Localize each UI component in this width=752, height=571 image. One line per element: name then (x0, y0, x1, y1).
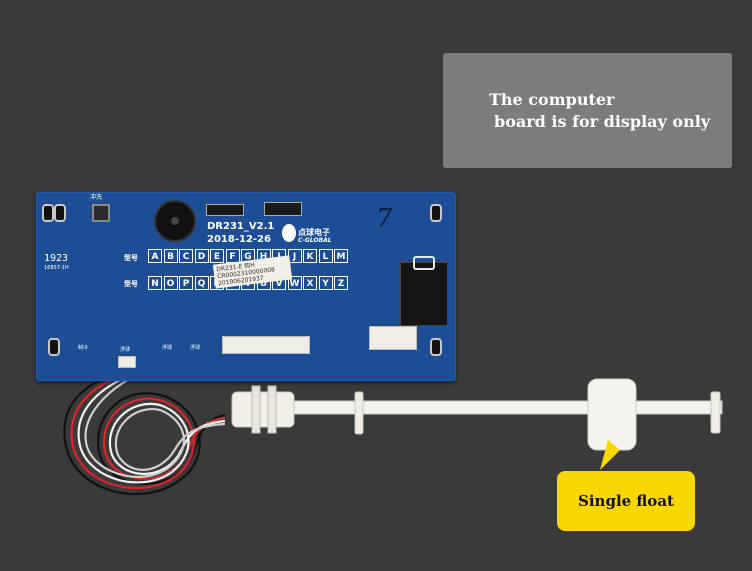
grid-letter-w: W (287, 276, 302, 290)
row-label-1: 型号 (124, 254, 138, 262)
mount-hole (430, 338, 442, 356)
mount-hole (42, 204, 54, 222)
brand-logo-icon (282, 224, 296, 242)
grid-letter-b: B (163, 249, 178, 263)
grid-letter-q: Q (194, 276, 209, 290)
row-label-2: 型号 (124, 280, 138, 288)
connector-label: 浮球 (162, 345, 173, 351)
relay (400, 256, 448, 326)
grid-letter-n: N (148, 276, 162, 290)
caption-line-2: board is for display only (494, 112, 711, 131)
grid-letter-x: X (303, 276, 317, 290)
brand-name-en: C-GLOBAL (298, 237, 332, 244)
grid-letter-y: Y (318, 276, 333, 290)
serial-number: 1923 (44, 253, 69, 264)
flush-label: 冲洗 (90, 194, 103, 201)
grid-letter-z: Z (334, 276, 348, 290)
chip (264, 202, 302, 216)
grid-letter-a: A (148, 249, 162, 263)
mount-hole (48, 338, 60, 356)
connector-label: 制冷 (78, 345, 89, 351)
main-connector (222, 336, 310, 354)
connector-label: 浮球 (190, 345, 201, 351)
mount-hole (54, 204, 66, 222)
grid-letter-d: D (194, 249, 209, 263)
chip (206, 204, 244, 216)
handwritten-mark: 7 (376, 204, 393, 234)
buzzer (154, 200, 196, 242)
board-date: 2018-12-26 (207, 234, 271, 245)
grid-letter-p: P (179, 276, 193, 290)
display-only-caption: The computer board is for display only (443, 53, 732, 168)
grid-letter-k: K (303, 249, 317, 263)
board-code: 16857-1H (44, 265, 69, 271)
grid-letter-l: L (318, 249, 333, 263)
connector-label: 浮球 (120, 347, 131, 353)
float-rod (231, 378, 723, 470)
grid-letter-o: O (163, 276, 178, 290)
grid-letter-e: E (210, 249, 224, 263)
single-float-tag: Single float (557, 471, 695, 531)
push-button (92, 204, 110, 222)
grid-letter-m: M (334, 249, 348, 263)
grid-letter-c: C (179, 249, 193, 263)
side-connector (369, 326, 417, 350)
board-model: DR231_V2.1 (207, 221, 275, 232)
wire-bundle (63, 370, 226, 496)
wire-connector (118, 356, 136, 368)
mount-hole (430, 204, 442, 222)
computer-board: 冲洗 DR231_V2.1 2018-12-26 点球电子 C-GLOBAL 1… (36, 192, 456, 381)
caption-line-1: The computer (489, 90, 615, 109)
brand-name-cn: 点球电子 (298, 228, 330, 237)
